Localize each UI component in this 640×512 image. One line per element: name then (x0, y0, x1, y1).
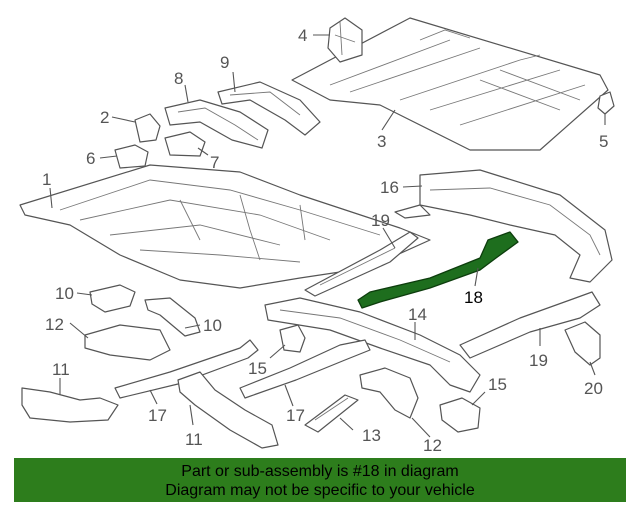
callout-10-left: 10 (55, 284, 74, 303)
part-15-mount-right[interactable] (439, 397, 481, 433)
part-9-crossmember[interactable] (217, 81, 321, 136)
callout-11-left: 11 (52, 360, 70, 379)
callout-3: 3 (377, 132, 386, 151)
part-19-brace-right[interactable] (459, 291, 601, 359)
part-6-mount[interactable] (114, 144, 149, 169)
banner-line-1: Part or sub-assembly is #18 in diagram (181, 463, 459, 480)
part-7-bracket[interactable] (164, 131, 206, 157)
part-11-rail-center[interactable] (177, 371, 279, 449)
part-10-bracket-right[interactable] (144, 297, 201, 337)
callout-15-right: 15 (488, 375, 507, 394)
part-info-banner: Part or sub-assembly is #18 in diagram D… (14, 458, 626, 502)
callout-4: 4 (298, 26, 307, 45)
part-8-crossmember[interactable] (164, 99, 269, 149)
part-18-highlighted[interactable] (357, 231, 519, 309)
part-16-frame-rail[interactable] (394, 169, 613, 283)
part-19-brace-upper[interactable] (304, 231, 419, 297)
leader-lines (49, 34, 606, 438)
callout-7: 7 (210, 153, 219, 172)
banner-line-2: Diagram may not be specific to your vehi… (165, 482, 475, 499)
part-17-rail-left[interactable] (114, 339, 259, 399)
callout-19-right: 19 (529, 351, 548, 370)
callout-12-left: 12 (45, 315, 64, 334)
callout-6: 6 (86, 149, 95, 168)
callout-5: 5 (599, 132, 608, 151)
callout-16: 16 (380, 178, 399, 197)
callout-8: 8 (174, 69, 183, 88)
callout-19-upper: 19 (371, 211, 390, 230)
callout-14: 14 (408, 305, 427, 324)
callout-13: 13 (362, 426, 381, 445)
callout-1: 1 (42, 170, 51, 189)
part-12-bracket-right[interactable] (359, 367, 419, 419)
callout-10-right: 10 (203, 316, 222, 335)
callout-9: 9 (220, 53, 229, 72)
part-3-rear-floor-panel[interactable] (291, 17, 609, 151)
part-13-plate[interactable] (304, 394, 359, 433)
part-12-bracket-left[interactable] (84, 324, 171, 361)
callout-17-center: 17 (286, 406, 305, 425)
callout-11-center: 11 (185, 430, 203, 449)
callout-12-right: 12 (423, 436, 442, 455)
part-11-bracket-left[interactable] (21, 387, 119, 423)
callout-labels: 1 2 3 4 5 6 7 8 9 10 10 11 11 12 12 13 1… (42, 26, 608, 455)
callout-17-left: 17 (148, 406, 167, 425)
parts-diagram: 1 2 3 4 5 6 7 8 9 10 10 11 11 12 12 13 1… (19, 17, 615, 455)
part-14-frame-section[interactable] (264, 297, 481, 393)
callout-18: 18 (464, 288, 483, 307)
part-20-bracket[interactable] (564, 321, 601, 366)
callout-2: 2 (100, 108, 109, 127)
part-2-bracket[interactable] (134, 113, 161, 143)
callout-20: 20 (584, 379, 603, 398)
part-5-block[interactable] (597, 91, 615, 115)
part-17-rail-center[interactable] (239, 339, 371, 399)
part-10-bracket-left[interactable] (89, 284, 136, 313)
part-15-mount-center[interactable] (279, 324, 306, 353)
callout-15-center: 15 (248, 359, 267, 378)
part-4-bracket[interactable] (327, 17, 363, 63)
